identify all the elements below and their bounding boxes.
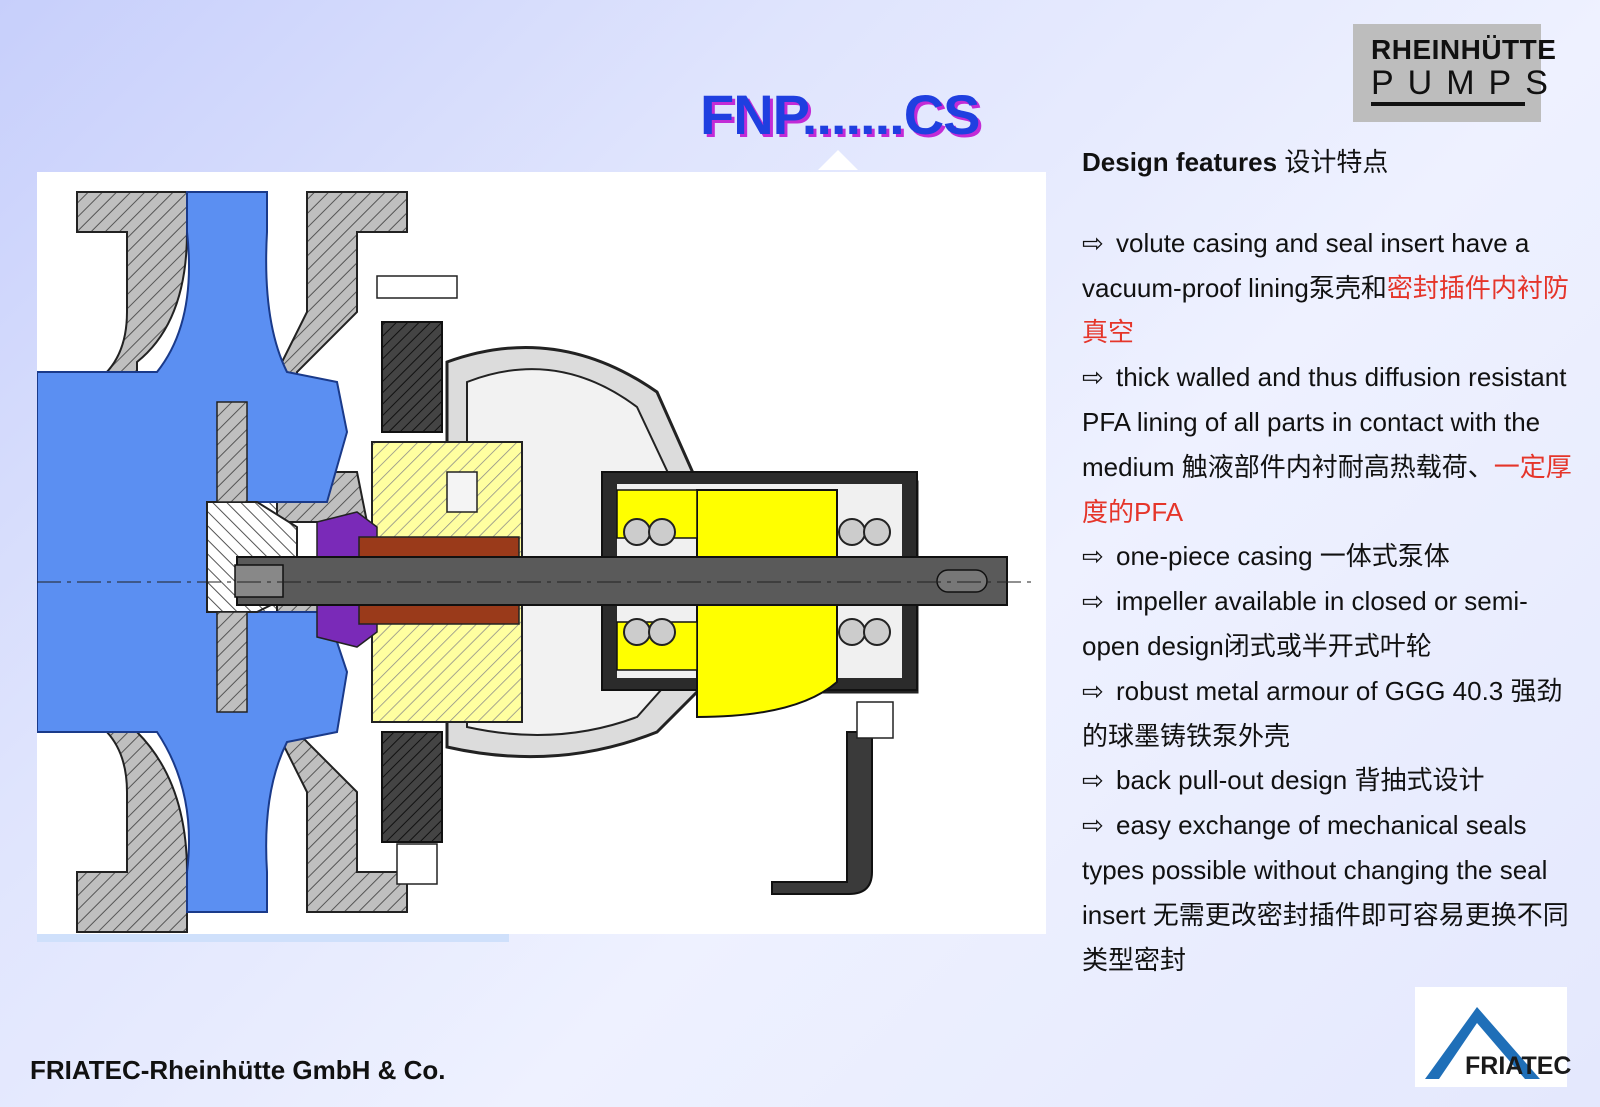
feature-item: ⇨ one-piece casing 一体式泵体 [1082, 534, 1582, 579]
feature-text-en: easy exchange of mechanical seals types … [1082, 810, 1548, 930]
feature-text-en: one-piece casing [1116, 541, 1313, 572]
logo-underline [1371, 102, 1525, 106]
feature-text-cn-highlight: 一定厚度的PFA [1082, 451, 1572, 527]
arrow-right-icon: ⇨ [1082, 810, 1104, 841]
feature-text-en: robust metal armour of GGG 40.3 [1116, 675, 1504, 706]
seal-sleeve-top [358, 536, 520, 560]
logo-line2: PUMPS [1371, 64, 1562, 102]
feature-text-en: volute casing and seal insert have a vac… [1082, 227, 1530, 303]
feature-text-en: back pull-out design [1116, 765, 1348, 796]
drawing-underline [37, 934, 509, 942]
feature-text-cn: 强劲的球墨铸铁泵外壳 [1082, 675, 1563, 751]
feature-text-cn-highlight: 密封插件内衬防真空 [1082, 272, 1569, 348]
clamp-ring-top [381, 321, 443, 433]
shaft-keyway [936, 569, 988, 593]
arrow-right-icon: ⇨ [1082, 765, 1104, 796]
support-foot [771, 731, 873, 895]
design-features-panel: Design features 设计特点 ⇨volute casing and … [1082, 140, 1582, 982]
flange-bolt-top [376, 275, 458, 299]
pump-shaft [236, 556, 1008, 606]
company-name: FRIATEC-Rheinhütte GmbH & Co. [30, 1055, 446, 1085]
logo-line1: RHEINHÜTTE [1371, 34, 1557, 65]
feature-item: ⇨impeller available in closed or semi-op… [1082, 579, 1582, 669]
feature-item: ⇨ robust metal armour of GGG 40.3 强劲的球墨铸铁… [1082, 669, 1582, 759]
shaft-nut [234, 564, 284, 598]
feature-text-cn: 无需更改密封插件即可容易更换不同类型密封 [1082, 899, 1569, 975]
title-notch [818, 150, 858, 170]
arrow-right-icon: ⇨ [1082, 227, 1104, 258]
feature-text-cn: 触液部件内衬耐高热载荷、 [1174, 451, 1494, 482]
impeller-vane-top [216, 401, 248, 503]
friatec-logo-text: FRIATEC [1465, 1052, 1572, 1080]
flange-bolt-bottom [396, 843, 438, 885]
feature-text-en: thick walled and thus diffusion resistan… [1082, 362, 1567, 482]
ball-bearings [623, 518, 891, 646]
foot-bolt [856, 701, 894, 739]
feature-text-cn: 一体式泵体 [1312, 541, 1450, 572]
impeller-vane-bottom [216, 611, 248, 713]
feature-item: ⇨volute casing and seal insert have a va… [1082, 221, 1582, 355]
page-title: FNP.......CS [700, 83, 980, 146]
seal-pin [446, 471, 478, 513]
arrow-right-icon: ⇨ [1082, 541, 1104, 572]
pump-cross-section-drawing [36, 172, 1046, 934]
pfa-lining-flow-path [36, 191, 349, 913]
arrow-right-icon: ⇨ [1082, 675, 1104, 706]
features-heading-cn: 设计特点 [1284, 147, 1389, 177]
feature-item: ⇨easy exchange of mechanical seals types… [1082, 803, 1582, 982]
feature-text-cn: 闭式或半开式叶轮 [1223, 630, 1432, 661]
feature-text-cn: 背抽式设计 [1347, 765, 1485, 796]
clamp-ring-bottom [381, 731, 443, 843]
features-heading: Design features 设计特点 [1082, 140, 1582, 185]
rheinhuette-pumps-logo: RHEINHÜTTE PUMPS [1353, 24, 1556, 122]
arrow-right-icon: ⇨ [1082, 586, 1104, 617]
pump-cross-section-svg [36, 191, 1037, 933]
friatec-logo: FRIATEC [1415, 987, 1571, 1087]
feature-item: ⇨thick walled and thus diffusion resista… [1082, 355, 1582, 534]
friatec-triangle-icon [1425, 1007, 1540, 1079]
feature-text-en: impeller available in closed or semi-ope… [1082, 586, 1528, 661]
features-heading-en: Design features [1082, 147, 1278, 177]
feature-text-cn: 泵壳和 [1308, 272, 1387, 303]
feature-item: ⇨ back pull-out design 背抽式设计 [1082, 758, 1582, 803]
arrow-right-icon: ⇨ [1082, 362, 1104, 393]
